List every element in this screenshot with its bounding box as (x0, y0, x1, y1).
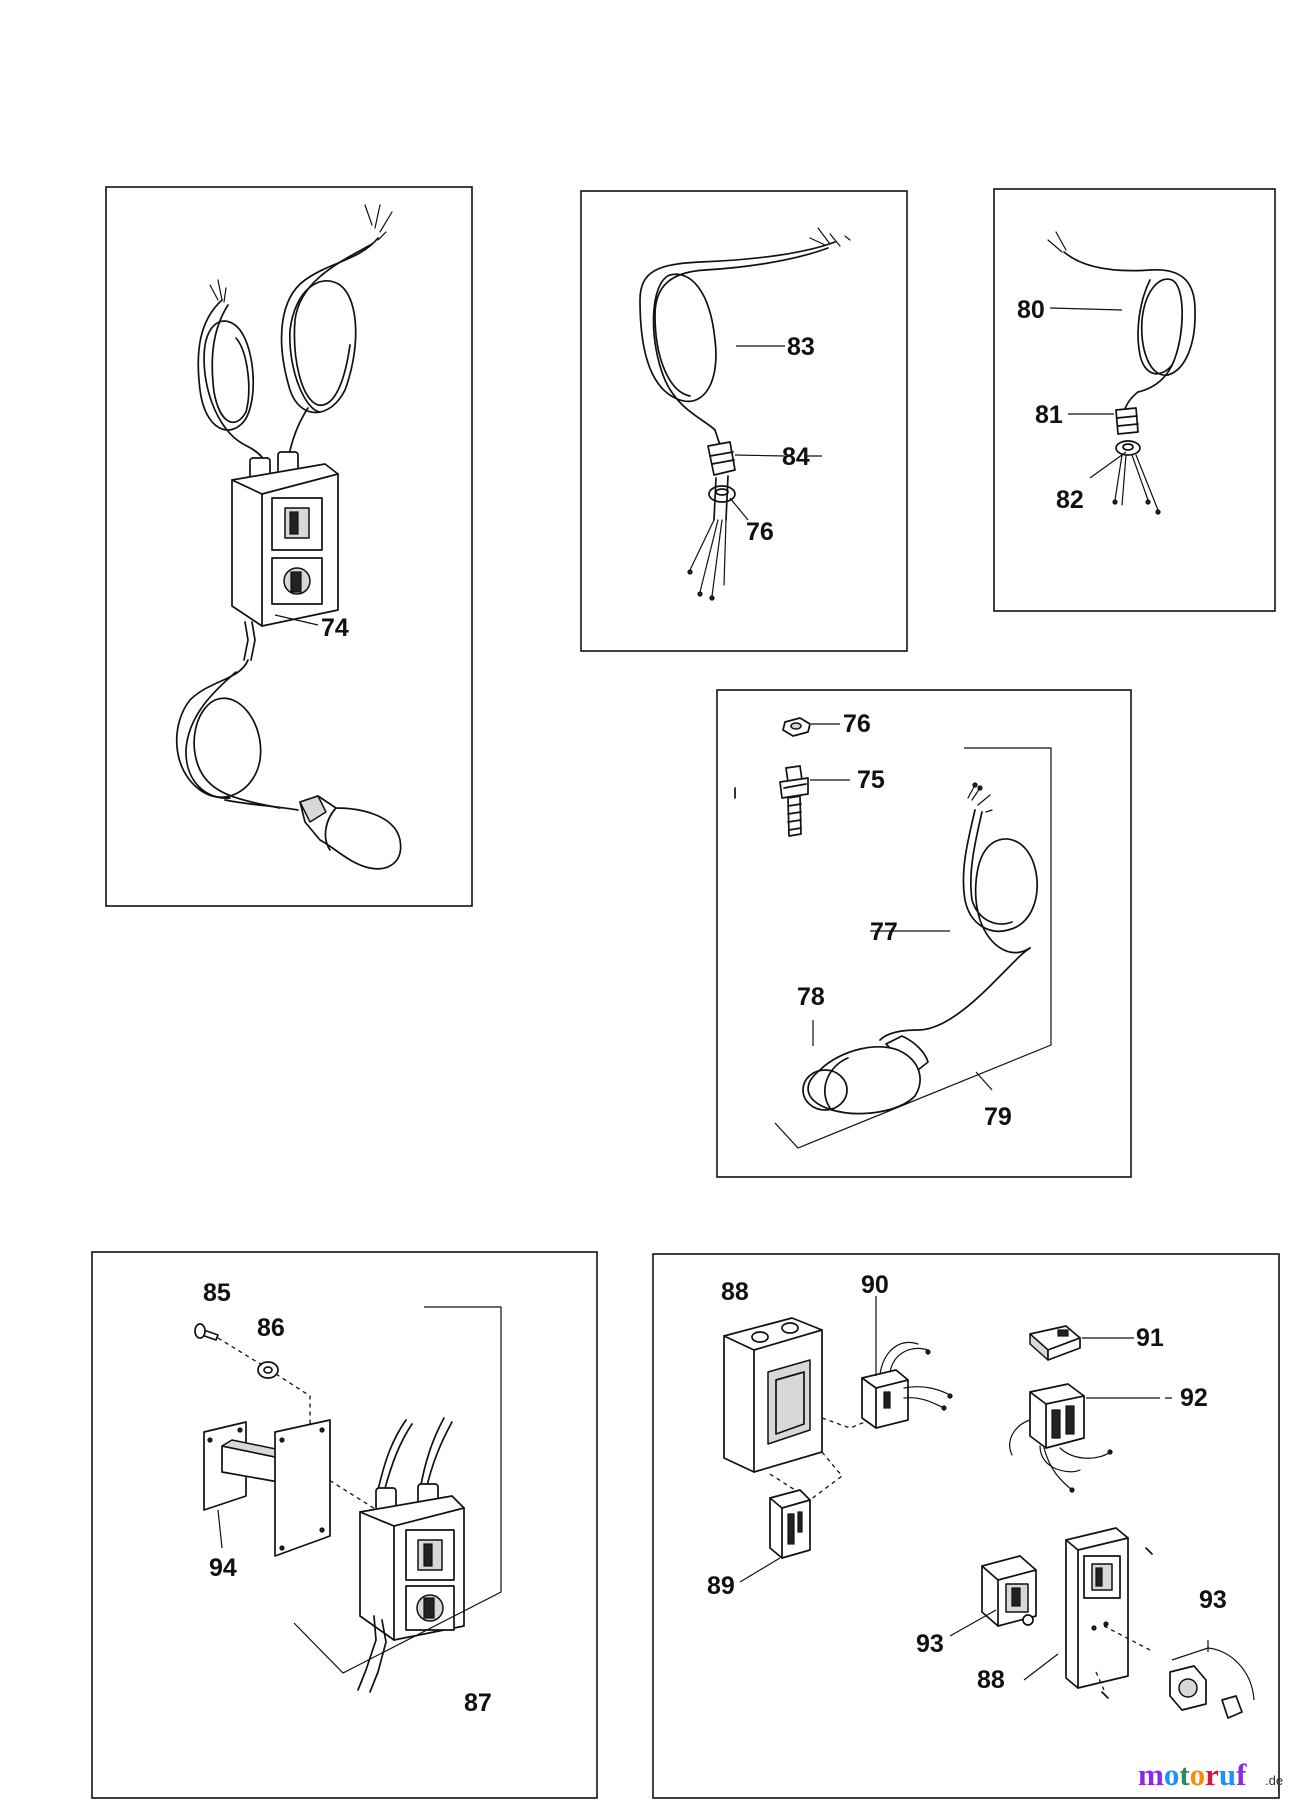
right-cable-coil (280, 204, 393, 461)
part-labels: 74 83 84 76 80 81 82 76 75 77 78 79 85 8… (203, 296, 1227, 1717)
control-box-87 (357, 1417, 465, 1693)
panel-switch-box-exploded (652, 1253, 1280, 1799)
label-81: 81 (1035, 401, 1063, 429)
label-88-a: 88 (721, 1278, 749, 1306)
nut-82 (1115, 440, 1141, 456)
lower-cable-float (175, 621, 402, 870)
label-74: 74 (321, 614, 349, 642)
label-80: 80 (1017, 296, 1045, 324)
label-93-a: 93 (916, 1630, 944, 1658)
brand-name: motoruf (1138, 1757, 1247, 1792)
cable-gland-84 (707, 441, 736, 476)
brand-suffix: .de (1265, 1773, 1283, 1788)
label-83: 83 (787, 333, 815, 361)
fitting-75 (779, 765, 809, 837)
label-75: 75 (857, 766, 885, 794)
label-82: 82 (1056, 486, 1084, 514)
label-92: 92 (1180, 1384, 1208, 1412)
label-76-b: 76 (843, 710, 871, 738)
label-77: 77 (870, 918, 898, 946)
screw-85 (194, 1323, 219, 1341)
left-cable-coil (197, 279, 266, 463)
clip-89 (769, 1489, 811, 1559)
cover-plate-88 (1065, 1527, 1129, 1689)
label-88-b: 88 (977, 1666, 1005, 1694)
label-93-b: 93 (1199, 1586, 1227, 1614)
module-90 (861, 1341, 953, 1429)
panel-wall-mount-assembly (91, 1251, 598, 1799)
panel-cable-assembly-b (993, 188, 1276, 612)
housing-88 (723, 1317, 823, 1473)
label-90: 90 (861, 1271, 889, 1299)
panel-float-switch-assembly (716, 689, 1132, 1178)
label-87: 87 (464, 1689, 492, 1717)
nut-76-b (782, 717, 811, 737)
panel-control-box-assembly (105, 186, 473, 907)
washer-86 (257, 1361, 279, 1379)
cable-gland-81 (1115, 407, 1139, 435)
label-85: 85 (203, 1279, 231, 1307)
label-86: 86 (257, 1314, 285, 1342)
label-76-a: 76 (746, 518, 774, 546)
bracket-94 (203, 1419, 331, 1557)
label-78: 78 (797, 983, 825, 1011)
switch-93-a (981, 1555, 1037, 1627)
label-79: 79 (984, 1103, 1012, 1131)
control-box (231, 451, 339, 627)
label-89: 89 (707, 1572, 735, 1600)
knob-93-b (1169, 1665, 1243, 1719)
switch-92 (1009, 1383, 1113, 1493)
panel-cable-assembly-a (580, 190, 908, 652)
float-78 (802, 1035, 929, 1115)
label-91: 91 (1136, 1324, 1164, 1352)
cover-91 (1029, 1325, 1081, 1361)
brand-logo: motoruf .de (1138, 1757, 1283, 1792)
label-94: 94 (209, 1554, 237, 1582)
label-84: 84 (782, 443, 810, 471)
